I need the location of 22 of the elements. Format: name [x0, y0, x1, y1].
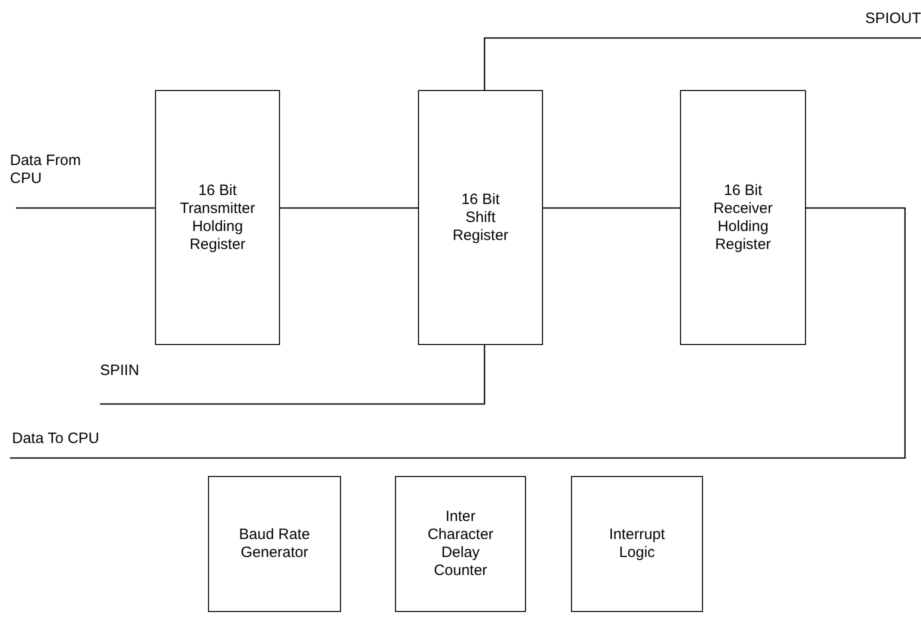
block-label: Baud Rate Generator — [238, 526, 311, 562]
connector-line — [16, 207, 155, 209]
block-label: 16 Bit Shift Register — [452, 190, 510, 244]
signal-label: Data From CPU — [10, 152, 82, 188]
register-block — [395, 476, 526, 612]
block-label: Interrupt Logic — [608, 526, 666, 562]
register-block — [571, 476, 703, 612]
connector-line — [10, 207, 906, 459]
block-label: Inter Character Delay Counter — [426, 508, 494, 580]
register-block — [680, 90, 806, 345]
register-block — [155, 90, 280, 345]
connector-line — [280, 207, 418, 209]
connector-line — [484, 37, 921, 90]
register-block — [418, 90, 543, 345]
signal-label: SPIIN — [100, 362, 140, 380]
signal-label: Data To CPU — [12, 430, 100, 448]
block-label: 16 Bit Receiver Holding Register — [712, 182, 774, 254]
connector-line — [100, 345, 486, 405]
signal-label: SPIOUT — [865, 10, 921, 28]
register-block — [208, 476, 341, 612]
connector-line — [543, 207, 680, 209]
block-label: 16 Bit Transmitter Holding Register — [178, 182, 256, 254]
